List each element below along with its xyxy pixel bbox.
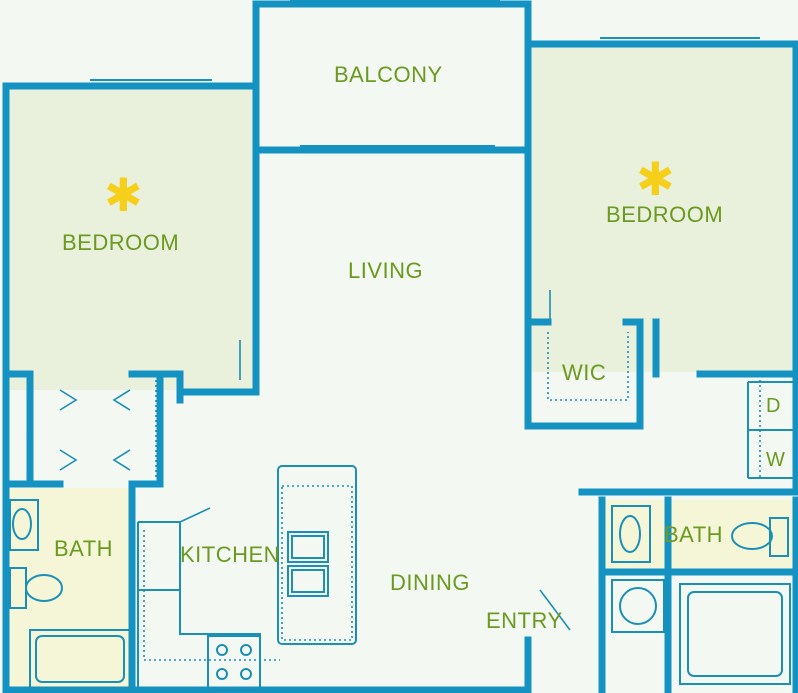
- bedroom-left-wall: [2, 82, 260, 396]
- sink-left-counter: [9, 499, 39, 551]
- sink-left-basin: [12, 508, 32, 540]
- bath-right-wall: [578, 488, 798, 693]
- burner-2: [240, 644, 252, 656]
- room-label-entry: ENTRY: [486, 608, 563, 633]
- tub-right: [679, 583, 791, 685]
- closet-top-wall: [2, 370, 184, 404]
- room-label-living: LIVING: [348, 258, 424, 283]
- tub-left: [29, 629, 131, 689]
- tub-left-inner: [35, 635, 125, 683]
- closet-door-4: [112, 449, 131, 471]
- closet-door-1: [59, 389, 78, 411]
- room-label-washer: W: [766, 449, 786, 471]
- toilet-left-bowl: [25, 574, 63, 602]
- toilet-right-tank: [769, 517, 789, 557]
- toilet-right-bowl: [731, 522, 773, 550]
- kitchen-island-outline: [277, 465, 357, 645]
- bath-right-fixtures: [611, 505, 791, 685]
- room-label-bedroom-left: BEDROOM: [62, 230, 180, 255]
- sink-right-basin: [619, 515, 641, 553]
- room-label-balcony: BALCONY: [334, 62, 443, 87]
- doors: [59, 290, 571, 631]
- bath-left-fixtures: [9, 499, 131, 689]
- sink-basin-2: [287, 565, 329, 597]
- room-label-kitchen: KITCHEN: [180, 542, 281, 567]
- kitchen-island-counter: [281, 485, 353, 641]
- star-icon: ✱: [104, 168, 143, 222]
- sink-inner-2: [291, 569, 325, 593]
- tub-right-inner: [687, 591, 783, 677]
- closet-door-2: [112, 389, 131, 411]
- bath-left-fill: [6, 488, 132, 688]
- bath-right-fill: [602, 500, 796, 572]
- balcony-wall: [252, 0, 532, 154]
- shower-right: [611, 579, 665, 633]
- kitchen-island: [277, 465, 357, 645]
- room-label-wic: WIC: [562, 360, 607, 385]
- room-label-dining: DINING: [390, 570, 470, 595]
- kitchen-door: [179, 507, 211, 523]
- room-label-dryer: D: [766, 395, 781, 417]
- burner-4: [240, 668, 252, 680]
- closet-door-3: [59, 449, 78, 471]
- kitchen-counter-line: [143, 530, 280, 661]
- laundry-dividers: [748, 381, 796, 479]
- closet-right-wall: [128, 376, 164, 488]
- bedroom-right-fill: [530, 46, 796, 372]
- windows: [90, 0, 760, 147]
- burner-1: [216, 644, 228, 656]
- laundry: [747, 381, 796, 479]
- outer-wall-left-bottom: [2, 82, 532, 693]
- sink-inner-1: [291, 535, 325, 559]
- sink-basin-1: [287, 531, 329, 563]
- burner-3: [216, 668, 228, 680]
- room-label-bath-left: BATH: [54, 536, 114, 561]
- stove: [207, 635, 261, 691]
- bedroom-left-fill: [6, 88, 254, 390]
- wic-shelf: [547, 332, 629, 401]
- room-label-bath-right: BATH: [664, 522, 724, 547]
- room-label-bedroom-right: BEDROOM: [606, 202, 724, 227]
- stove-outline: [207, 635, 261, 691]
- wic-wall: [524, 318, 644, 430]
- shower-drain: [619, 587, 657, 625]
- entry-door: [539, 589, 571, 631]
- sink-right-counter: [611, 505, 651, 563]
- star-icon: ✱: [636, 152, 675, 206]
